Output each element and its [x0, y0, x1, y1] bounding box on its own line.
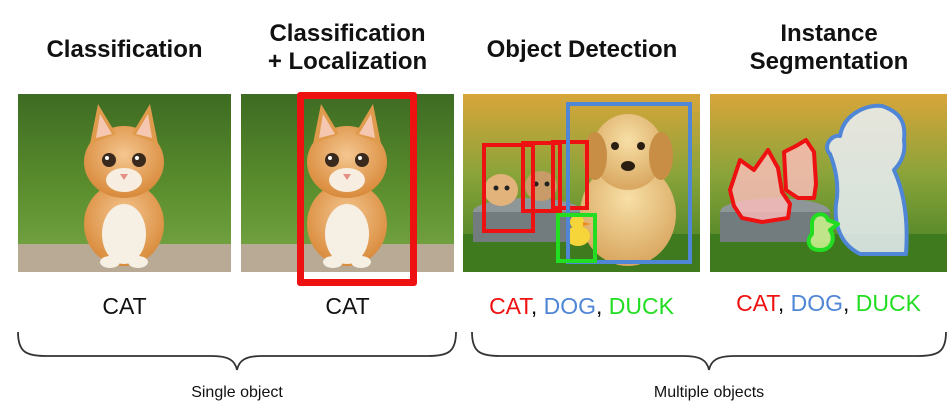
title-line-1: Classification: [269, 20, 426, 47]
brace-multiple-objects: [471, 331, 947, 371]
duck-mask: [806, 212, 840, 252]
label-dog: DOG: [543, 293, 596, 319]
cat-photo-localized: [241, 94, 454, 272]
panel-title-classification-localization: Classification + Localization: [241, 20, 454, 76]
label-separator: ,: [530, 293, 538, 319]
cat-scene-graphic: [241, 94, 454, 272]
cat-box-1: [482, 143, 535, 233]
label-cat: CAT: [736, 290, 778, 316]
cat-photo: [18, 94, 231, 272]
label-dog: DOG: [790, 290, 843, 316]
duck-box: [556, 213, 597, 263]
label-cat: CAT: [489, 293, 531, 319]
panel-title-classification: Classification: [46, 36, 203, 63]
cat-bounding-box: [297, 92, 417, 286]
dog-box: [566, 102, 692, 264]
label-separator: ,: [777, 290, 785, 316]
label-cat: CAT: [102, 293, 147, 319]
group-label-single-object: Single object: [191, 384, 283, 401]
segmentation-photo: [710, 94, 947, 272]
label-separator: ,: [595, 293, 603, 319]
label-segmentation-classes: CAT, DOG, DUCK: [710, 290, 947, 317]
brace-single-object: [17, 331, 457, 371]
label-duck: DUCK: [855, 290, 921, 316]
cat-box-3: [551, 140, 589, 210]
label-duck: DUCK: [608, 293, 674, 319]
pets-scene-graphic: [463, 94, 700, 272]
pets-scene-graphic: [710, 94, 947, 272]
panel-title-instance-segmentation: Instance Segmentation: [709, 20, 949, 76]
group-label-multiple-objects: Multiple objects: [653, 384, 765, 401]
title-line-1: Instance: [780, 20, 878, 47]
cat-scene-graphic: [18, 94, 231, 272]
panel-title-object-detection: Object Detection: [486, 36, 678, 63]
cat-mask-2: [782, 138, 818, 200]
label-separator: ,: [842, 290, 850, 316]
dog-mask: [825, 103, 909, 256]
label-detection-classes: CAT, DOG, DUCK: [463, 293, 700, 320]
label-cat: CAT: [325, 293, 370, 319]
title-line-2: Segmentation: [749, 48, 909, 75]
detection-photo: [463, 94, 700, 272]
cat-box-2: [521, 141, 562, 213]
cat-mask-1: [728, 148, 792, 224]
title-line-2: + Localization: [267, 48, 428, 75]
